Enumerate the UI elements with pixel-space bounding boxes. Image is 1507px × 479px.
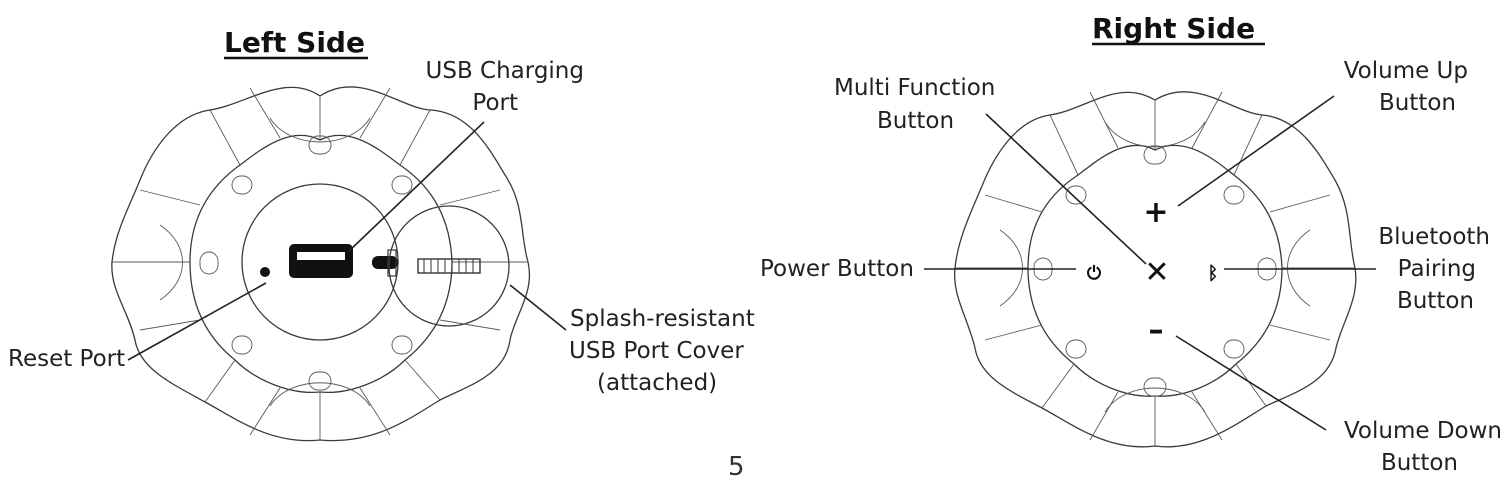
leader-multi-function [985, 113, 1147, 265]
usb-charging-port[interactable] [289, 244, 353, 278]
svg-text:Button: Button [1379, 90, 1456, 116]
svg-text:Button: Button [877, 108, 954, 134]
label-usb-port-cover: Splash-resistant USB Port Cover (attache… [569, 306, 755, 396]
usb-port-cover-grip [417, 258, 481, 274]
svg-text:Volume Down: Volume Down [1344, 418, 1502, 444]
svg-text:Splash-resistant: Splash-resistant [570, 306, 755, 332]
svg-text:(attached): (attached) [597, 370, 717, 396]
label-power-button: Power Button [760, 256, 914, 282]
svg-text:USB Charging: USB Charging [426, 58, 584, 84]
power-button[interactable]: ⏻ [1087, 263, 1102, 284]
usb-port-slot [297, 252, 345, 260]
leader-volume-down [1175, 335, 1327, 431]
label-usb-charging-port: USB Charging Port [426, 58, 584, 116]
port-cover-hinge-band [387, 249, 397, 277]
leader-usb-port-cover [509, 284, 567, 331]
left-side-title: Left Side [224, 26, 365, 59]
label-volume-down: Volume Down Button [1344, 418, 1502, 476]
usb-port-cover[interactable] [388, 205, 510, 327]
svg-text:Button: Button [1381, 450, 1458, 476]
leader-usb-charging-port [347, 121, 485, 253]
svg-text:Multi Function: Multi Function [834, 75, 995, 101]
label-volume-up: Volume Up Button [1344, 58, 1468, 116]
multi-function-button[interactable]: ✕ [1144, 255, 1169, 290]
right-side-title: Right Side [1092, 12, 1255, 45]
svg-text:Pairing: Pairing [1398, 256, 1476, 282]
right-speaker-outer-shell [953, 91, 1357, 448]
svg-text:Port: Port [472, 90, 518, 116]
svg-text:Button: Button [1397, 288, 1474, 314]
svg-text:Volume Up: Volume Up [1344, 58, 1468, 84]
volume-up-button[interactable]: + [1143, 195, 1168, 230]
label-bluetooth-pairing: Bluetooth Pairing Button [1378, 224, 1490, 314]
right-speaker-ribs [955, 91, 1355, 446]
left-speaker [111, 86, 530, 442]
label-reset-port: Reset Port [8, 346, 125, 372]
left-speaker-bumps [199, 135, 413, 391]
svg-text:USB Port Cover: USB Port Cover [569, 338, 744, 364]
bluetooth-pairing-button[interactable]: ᛒ [1208, 263, 1219, 284]
leader-reset-port [127, 282, 267, 361]
volume-down-button[interactable]: – [1149, 313, 1164, 348]
svg-text:Bluetooth: Bluetooth [1378, 224, 1490, 250]
label-multi-function: Multi Function Button [834, 75, 995, 134]
port-cover-hinge [372, 256, 398, 269]
page-number: 5 [728, 452, 745, 479]
left-speaker-ribs [112, 87, 528, 440]
leader-volume-up [1177, 95, 1335, 207]
reset-port[interactable] [260, 267, 270, 277]
